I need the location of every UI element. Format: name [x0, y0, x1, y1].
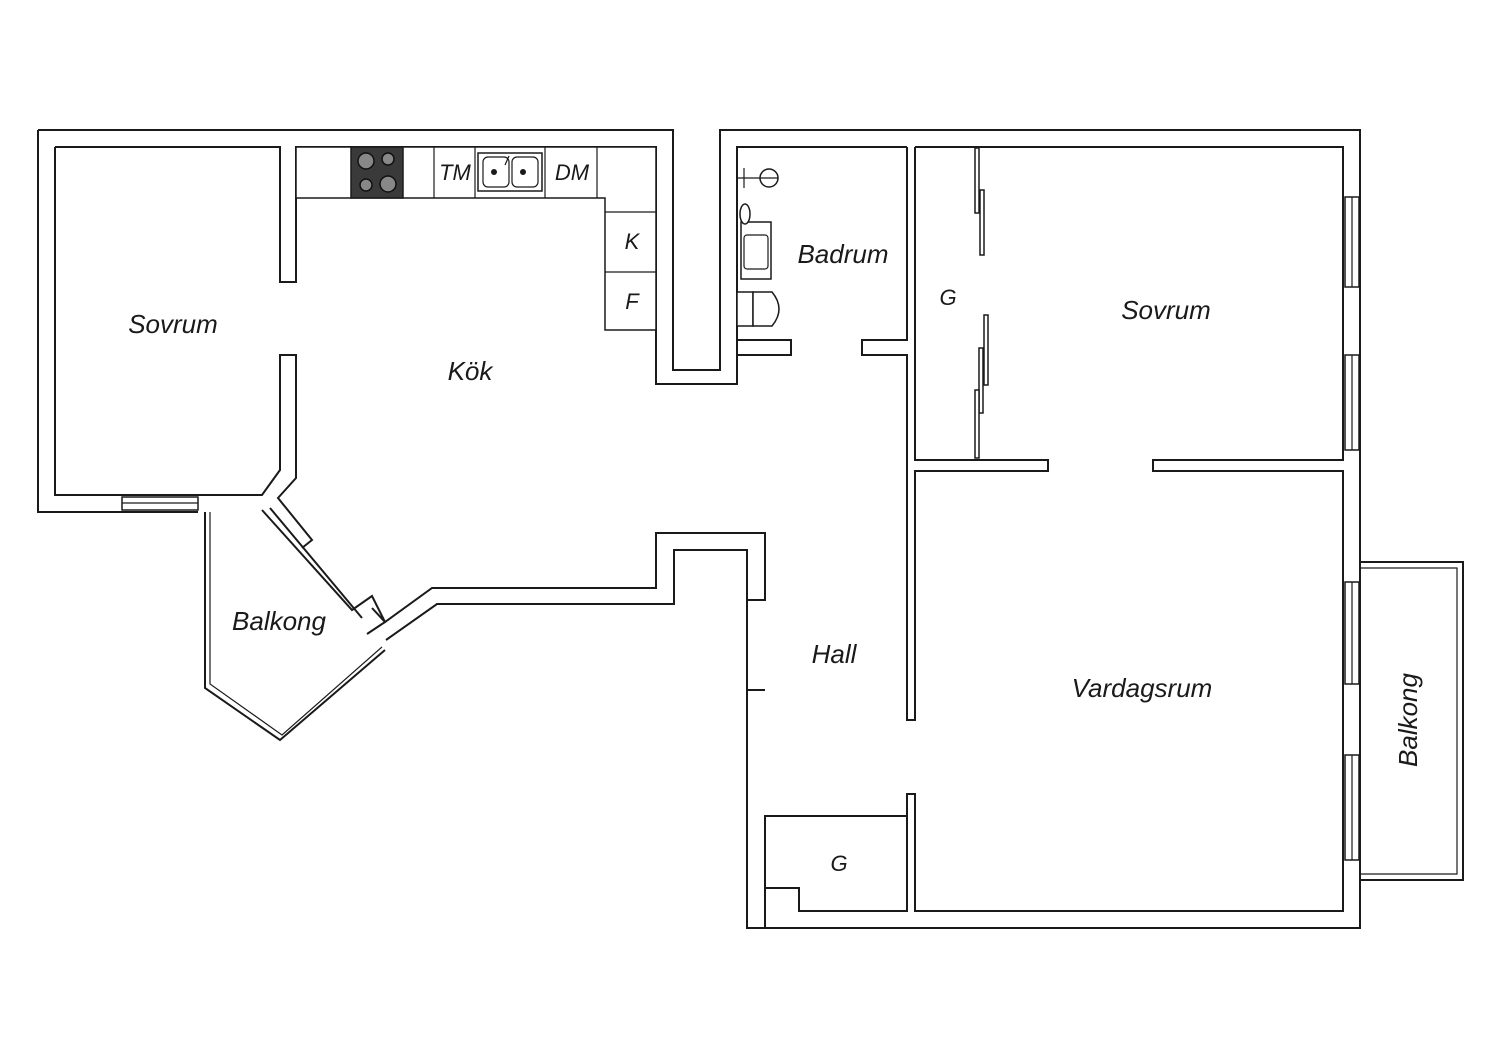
room-label-bathroom: Badrum [797, 239, 888, 269]
stove-icon [350, 146, 404, 199]
shower-icon [738, 168, 779, 188]
balcony-right [1360, 561, 1464, 881]
room-label-balcony-left: Balkong [232, 606, 326, 636]
dishwasher-label: DM [555, 160, 590, 185]
room-label-bedroom-left: Sovrum [128, 309, 218, 339]
kitchen-counter [295, 146, 657, 331]
freezer-label: F [625, 289, 640, 314]
room-label-balcony-right: Balkong [1393, 672, 1423, 766]
washing-machine-label: TM [439, 160, 471, 185]
bathroom-fixtures [736, 168, 780, 327]
toilet-icon [736, 291, 780, 327]
sink-icon [477, 152, 543, 192]
outer-walls [37, 129, 1361, 929]
room-label-closet-top: G [939, 285, 956, 310]
windows [121, 196, 1360, 861]
washbasin-icon [739, 203, 772, 280]
fridge-label: K [625, 229, 641, 254]
wardrobe-doors [974, 147, 989, 459]
room-label-bedroom-right: Sovrum [1121, 295, 1211, 325]
room-label-kitchen: Kök [448, 356, 495, 386]
balcony-left [204, 512, 386, 742]
room-labels: Sovrum Kök Balkong Badrum G Sovrum Hall … [128, 239, 1423, 876]
room-label-closet-bottom: G [830, 851, 847, 876]
room-label-living-room: Vardagsrum [1072, 673, 1213, 703]
appliance-labels: TM DM K F [439, 160, 641, 314]
room-label-hall: Hall [812, 639, 858, 669]
